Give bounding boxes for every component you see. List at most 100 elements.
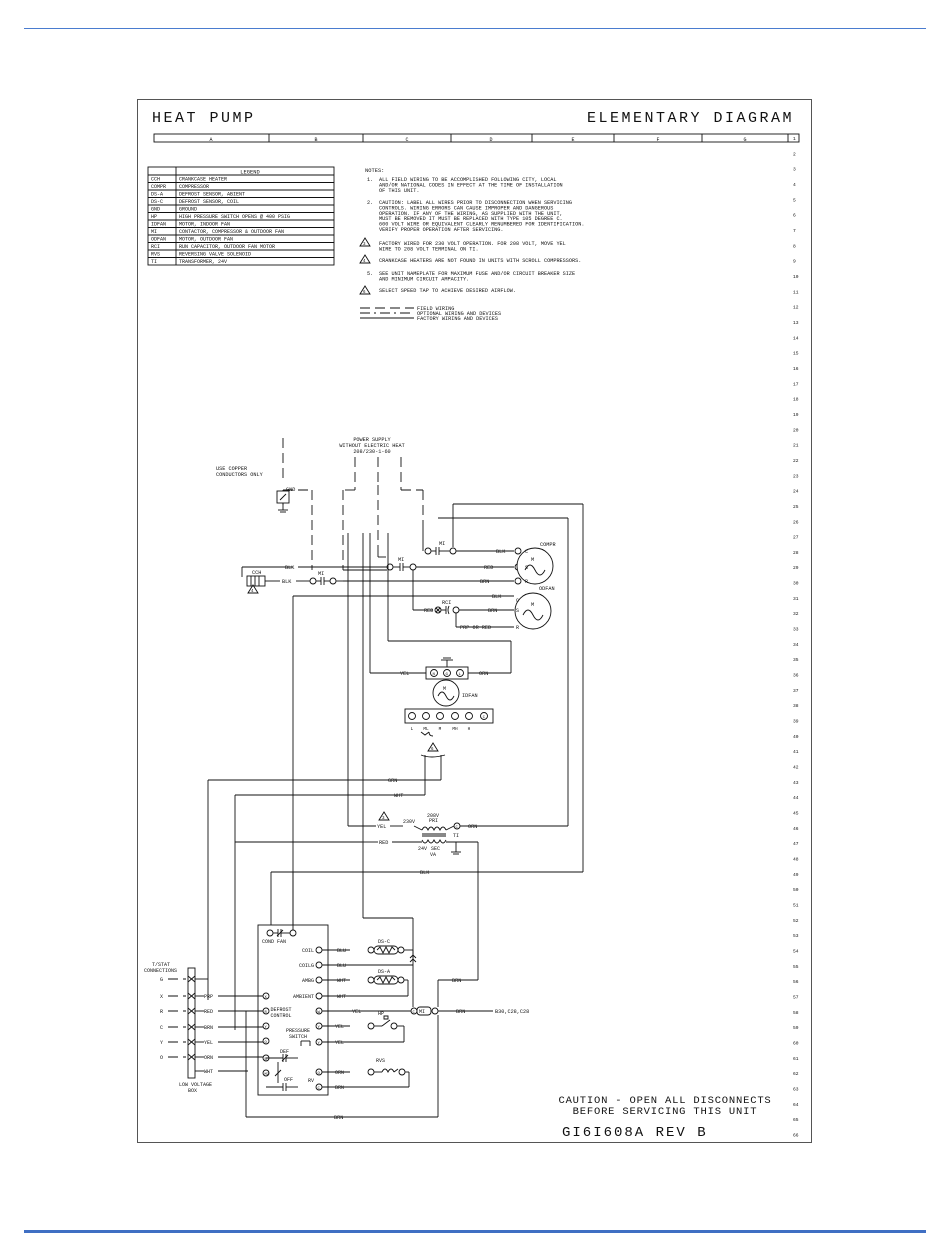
row-number: 23 (793, 473, 799, 479)
ds-c-sensor-label: DS-C (378, 939, 390, 945)
row-number: 39 (793, 719, 799, 725)
tstat-label-1: T/STAT (152, 962, 170, 968)
mi-coil: C MI BRN B30,C28,C28 YEL (349, 1006, 529, 1016)
wire-brn-odfan: BRN (488, 608, 497, 614)
lvbox-line2: BOX (188, 1088, 197, 1094)
legend-desc: HIGH PRESSURE SWITCH OPENS @ 400 PSIG (179, 214, 290, 220)
row-number: 33 (793, 627, 799, 633)
row-number: 45 (793, 811, 799, 817)
legend-abbr: RCI (151, 244, 160, 250)
cond-fan-label: COND FAN (262, 939, 286, 945)
row-number: 40 (793, 734, 799, 740)
legend-abbr: MI (151, 229, 157, 235)
control-left-terminal: M2 (265, 1073, 270, 1077)
rvs-label: RVS (376, 1058, 385, 1064)
row-number: 22 (793, 458, 799, 464)
legend-desc: GROUND (179, 207, 197, 213)
row-numbers: 1234567891011121314151617181920212223242… (793, 136, 799, 1138)
odfan-label: ODFAN (539, 586, 555, 592)
legend-abbr: CCH (151, 177, 160, 183)
note-line: CONTROLS. WIRING ERRORS CAN CAUSE IMPROP… (379, 205, 553, 211)
cch-note-tag: 4 (251, 590, 254, 594)
row-number: 3 (793, 167, 796, 173)
wire-brn-mi-coil: BRN (456, 1009, 465, 1015)
tstat-term-y: Y (160, 1040, 163, 1046)
row-number: 37 (793, 688, 799, 694)
row-number: 16 (793, 366, 799, 372)
control-right-terminal: O (318, 1072, 321, 1076)
tstat-wire-label: PRP (204, 994, 213, 1000)
wire-orn-rvs: ORN (335, 1070, 344, 1076)
drawing-number: GI6I608A REV B (562, 1125, 708, 1141)
row-number: 44 (793, 795, 799, 801)
column-letter: C (405, 137, 408, 143)
row-number: 1 (793, 136, 796, 142)
caution-line1: CAUTION - OPEN ALL DISCONNECTS (558, 1095, 771, 1107)
wire-brn-mi: BRN (452, 978, 461, 984)
pressure-switch-line1: PRESSURE (286, 1028, 310, 1034)
brn-return: BRN (245, 1011, 439, 1121)
row-number: 51 (793, 903, 799, 909)
note-tag-3: 3 (363, 243, 366, 247)
bottom-rule (24, 1230, 926, 1233)
wire-yel-ps: YEL (335, 1040, 344, 1046)
control-right-terminal: Y (318, 1026, 321, 1030)
row-number: 10 (793, 274, 799, 280)
cch-blk-upper: BLK (285, 565, 295, 571)
note-tags: 3 4 6 3 (359, 237, 390, 821)
row-number: 42 (793, 765, 799, 771)
rv-label: RV (308, 1078, 314, 1084)
odfan-term-s: S (516, 608, 519, 614)
key-optional-wiring: OPTIONAL WIRING AND DEVICES (417, 311, 501, 317)
wire-red-ti: RED (379, 840, 388, 846)
row-number: 24 (793, 489, 799, 495)
gnd-label: GND (286, 487, 295, 493)
legend-abbr: IDFAN (151, 222, 166, 228)
row-number: 46 (793, 826, 799, 832)
compr-term-s: S (525, 565, 528, 571)
cch-label: CCH (252, 570, 261, 576)
ti-note-tag: 3 (382, 817, 385, 821)
note-marker: 2. (367, 200, 373, 206)
row-number: 34 (793, 642, 799, 648)
row-number: 43 (793, 780, 799, 786)
wire-blk-odfan: BLK (492, 594, 502, 600)
mi-coil-a: C (413, 1011, 416, 1015)
row-number: 14 (793, 335, 799, 341)
idfan-speed-tap-block (404, 708, 494, 724)
column-letter: A (209, 137, 212, 143)
power-supply-line2: WITHOUT ELECTRIC HEAT (339, 443, 404, 449)
odfan-term-c: C (516, 598, 519, 604)
title-heat-pump: HEAT PUMP (152, 110, 256, 127)
note-marker: 5. (367, 271, 373, 277)
row-number: 47 (793, 841, 799, 847)
legend-desc: TRANSFORMER, 24V (179, 259, 227, 265)
note-line: SEE UNIT NAMEPLATE FOR MAXIMUM FUSE AND/… (379, 271, 575, 277)
wire-prp-or-red: PRP OR RED (460, 625, 491, 631)
row-number: 2 (793, 151, 796, 157)
legend-desc: REVERSING VALVE SOLENOID (179, 252, 251, 258)
tstat-wire-wht: WHT (204, 1069, 213, 1075)
legend-abbr: RVS (151, 252, 160, 258)
key-field-wiring: FIELD WIRING (417, 306, 454, 312)
line-key: FIELD WIRING OPTIONAL WIRING AND DEVICES… (360, 306, 501, 322)
note-line: AND MINIMUM CIRCUIT AMPACITY. (379, 276, 469, 282)
idfan-tap-label: M (439, 727, 442, 732)
control-wire-label: WHT (337, 978, 346, 984)
wire-blk-cond: BLK (420, 870, 430, 876)
row-number: 54 (793, 948, 799, 954)
note-line: AND/OR NATIONAL CODES IN EFFECT AT THE T… (379, 182, 563, 188)
column-letter: B (314, 137, 317, 143)
idfan-tap-label: ML (423, 727, 429, 732)
legend-abbr: TI (151, 259, 157, 265)
key-factory-wiring: FACTORY WIRING AND DEVICES (417, 316, 498, 322)
row-number: 26 (793, 519, 799, 525)
row-number: 30 (793, 581, 799, 587)
outdoor-fan-motor (514, 592, 552, 630)
tstat-term-c: C (160, 1025, 163, 1031)
column-letter: E (571, 137, 574, 143)
